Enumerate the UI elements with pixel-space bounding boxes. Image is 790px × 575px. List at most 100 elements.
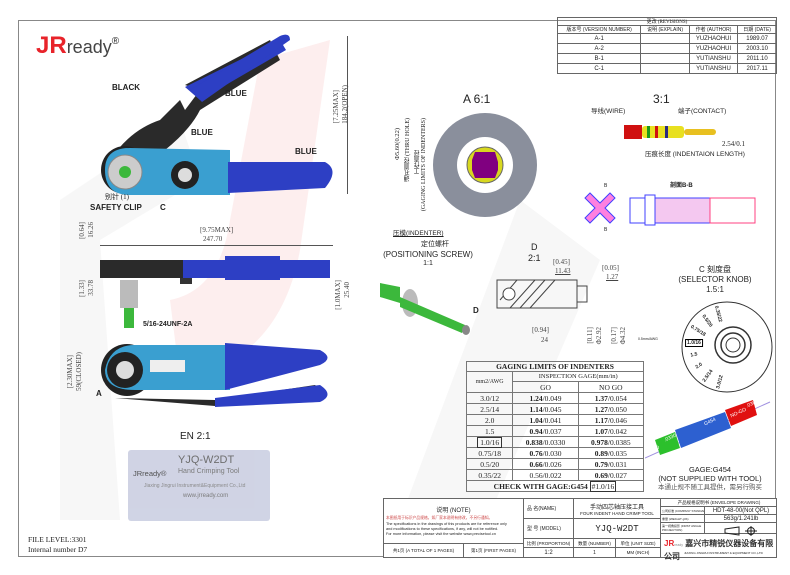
- gaging-size: 2.5/14: [465, 403, 514, 415]
- gage-name: GAGE:G454: [688, 465, 732, 474]
- dim-line: [100, 245, 333, 246]
- gaging-size: 0.75/18: [465, 447, 514, 459]
- plate-desc: Hand Crimping Tool: [178, 468, 240, 475]
- go-mm: 0.56: [529, 470, 543, 480]
- go-mm: 1.14: [529, 404, 543, 414]
- unit-value: MM (INCH): [616, 548, 661, 558]
- jrready-logo: JRready®: [36, 32, 119, 60]
- envelope-title: 产品规格说明书 (ENVELOPE DRAWING): [661, 499, 777, 507]
- note-en-2: and modifications to these specification…: [386, 527, 499, 531]
- label-d: D: [473, 306, 479, 315]
- name-cn: 手动四芯轴压接工具: [589, 505, 644, 511]
- title-block: 说明 (NOTE) 本图纸用于标识产品规格，如厂家本说明有修改，不另行通知。 T…: [383, 498, 777, 561]
- standard-label: 公司标准 (COMPANY STANDARD): [661, 507, 705, 515]
- gaging-size: 0.35/22: [465, 469, 514, 481]
- name-cell: 手动四芯轴压接工具 FOUR INDENT HAND CRIMP TOOL: [574, 499, 661, 519]
- label-indent-length: 压痕长度 (INDENTAION LENGTH): [645, 151, 745, 158]
- gaging-title: GAGING LIMITS OF INDENTERS: [466, 361, 644, 372]
- rev-version: C-1: [556, 63, 642, 74]
- revisions-title: 更改 (REVISIONS): [557, 17, 777, 26]
- en-label-title: EN 2:1: [180, 431, 211, 442]
- go-mm: 0.66: [529, 459, 543, 469]
- rev-header: 版本号 (VERSION NUMBER): [556, 25, 642, 34]
- go-in: /0.0330: [542, 437, 566, 447]
- gaging-check-size: #1.0/16: [589, 480, 617, 492]
- label-b-bottom: B: [604, 227, 608, 233]
- go-mm: 1.04: [529, 415, 543, 425]
- logo-reg: ®: [111, 36, 120, 47]
- product-label-plate: YJQ-W2DT JRready® Hand Crimping Tool Jia…: [128, 450, 270, 521]
- selector-scale: 1.5:1: [706, 285, 724, 294]
- note-en-1: The specifications in the drawings of th…: [386, 522, 507, 526]
- contact-drawing: [624, 125, 716, 139]
- number-label: 数量 (NUMBER): [574, 539, 616, 548]
- gaging-col-inspection: INSPECTION GAGE(mm/in): [512, 371, 644, 382]
- model-value: YJQ-W2DT: [574, 519, 661, 539]
- pages-total: 共1页 (A TOTAL OF 1 PAGES): [384, 544, 464, 558]
- dim-d4-mm: Φ2.92: [595, 327, 603, 345]
- dim-thru-hole: Φ5.60(0.22): [394, 128, 401, 160]
- label-b-top: B: [604, 183, 608, 189]
- screw-title-cn: 定位螺杆: [421, 241, 449, 248]
- plate-company: Jiaxing Jingrui Instrument&Equipment Co.…: [144, 483, 246, 489]
- plate-model: YJQ-W2DT: [178, 454, 235, 466]
- note-en-3: For more information, please visit the w…: [386, 532, 496, 536]
- rev-version: A-2: [556, 43, 642, 54]
- detail-d-title: D: [531, 242, 538, 252]
- label-safety-clip: SAFETY CLIP: [90, 203, 142, 212]
- label-section-bb: 剖面B-B: [670, 183, 693, 189]
- crimp-tool-side-view: [101, 343, 328, 407]
- weight-label: 重量 (WEIGHT g/lb): [661, 515, 705, 523]
- plate-brand: JRready®: [133, 469, 167, 478]
- projection-label: 第一视角投影 (FIRST ANGLE PROJECTION): [661, 523, 705, 534]
- dim-length-in: [9.75MAX]: [200, 226, 234, 234]
- dim-d5-mm: Φ4.32: [619, 327, 627, 345]
- section-bb-drawing: [584, 192, 756, 226]
- selector-pointer-label: 0.5mm/AWG: [638, 337, 658, 341]
- nogo-mm: 0.79: [594, 459, 608, 469]
- page-first: 第1页 (FIRST PAGES): [464, 544, 524, 558]
- nogo-in: /0.054: [607, 393, 627, 403]
- nogo-mm: 1.07: [594, 426, 608, 436]
- dim-indent-length: 2.54/0.1: [722, 140, 745, 148]
- rev-header: 作者 (AUTHOR): [688, 25, 739, 34]
- logo-ready: ready: [66, 37, 112, 57]
- rev-author: YUTIANSHU: [688, 63, 739, 74]
- go-in: /0.037: [542, 426, 562, 436]
- go-mm: 0.94: [529, 426, 543, 436]
- gaging-size: 3.0/12: [465, 392, 514, 404]
- gaging-check: CHECK WITH GAGE:G454: [493, 481, 588, 491]
- dim-gaging-label: (GAGING LIMITS OF INDENTERS): [421, 118, 427, 212]
- rev-header: 日期 (DATE): [737, 25, 777, 34]
- standard-value: HDT-48-00(Not QPL): [705, 507, 777, 515]
- label-c: C: [160, 203, 166, 212]
- dim-h3-in: [1.0MAX]: [334, 280, 342, 310]
- screw-scale: 1:1: [423, 260, 433, 267]
- nogo-mm: 1.17: [594, 415, 608, 425]
- dim-d4-in: [0.11]: [586, 327, 594, 344]
- detail-a-indenter-view: [433, 113, 537, 217]
- nogo-in: /0.046: [607, 415, 627, 425]
- gage-note-cn: 本通止规不随工具提供，需另行购买: [658, 484, 762, 491]
- gaging-size: 2.0: [465, 414, 514, 426]
- dim-h1-in: [0.64]: [78, 222, 86, 239]
- nogo-in: /0.0385: [607, 437, 631, 447]
- go-in: /0.022: [542, 470, 562, 480]
- rev-version: A-1: [556, 33, 642, 44]
- dim-d5-in: [0.17]: [610, 327, 618, 344]
- rev-explain: [640, 43, 690, 54]
- crimp-tool-main-view: [101, 34, 333, 195]
- plate-url: www.jrready.com: [183, 493, 229, 499]
- proportion-value: 1:2: [524, 548, 574, 558]
- dim-h1-mm: 16.26: [87, 222, 95, 238]
- gaging-size: 1.0/16: [477, 436, 503, 448]
- go-in: /0.041: [542, 415, 562, 425]
- dim-d3-in: [0.94]: [532, 326, 549, 334]
- weight-value: 563g/1.241lb: [705, 515, 777, 523]
